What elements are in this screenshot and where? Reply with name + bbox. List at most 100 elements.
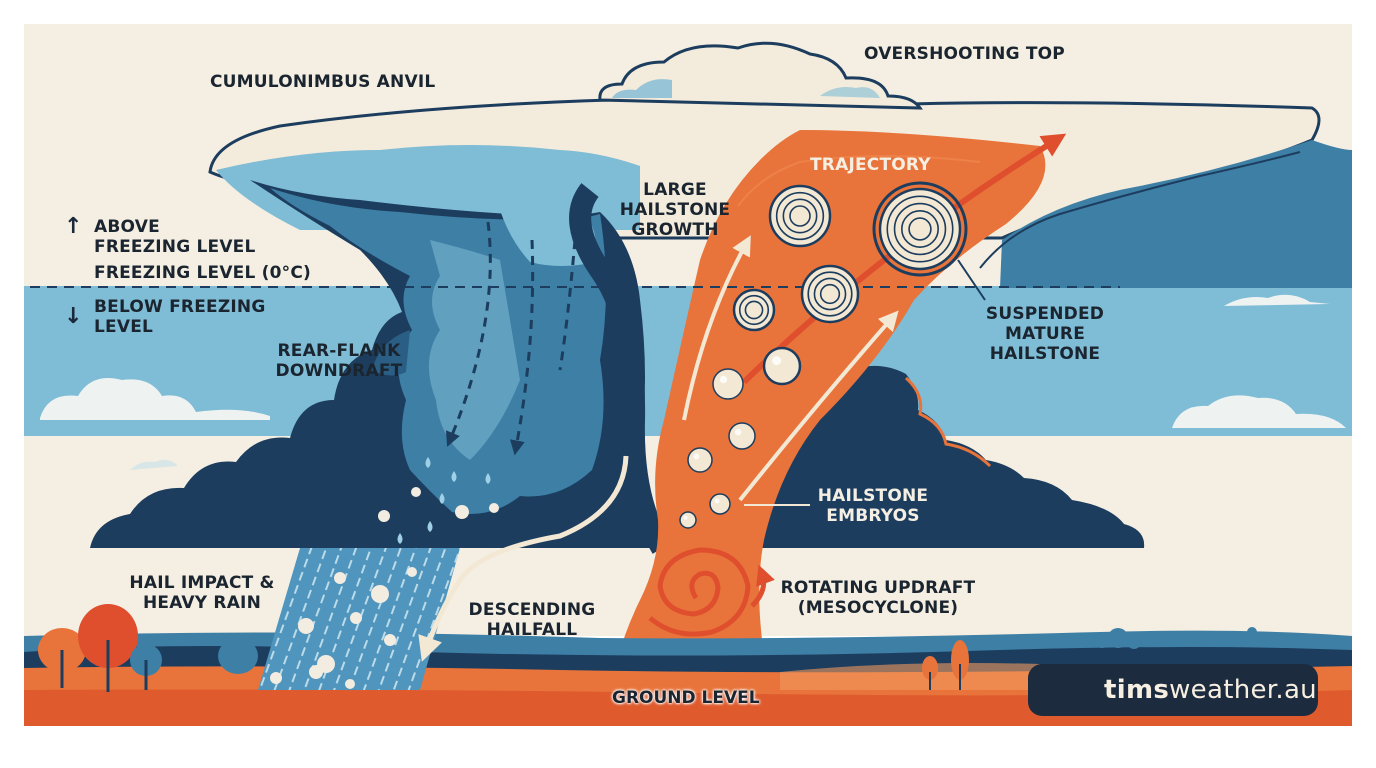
mature-hailstone-pointer <box>957 259 986 301</box>
hailstone-ring <box>819 283 841 305</box>
mesocyclone-spiral <box>648 547 751 637</box>
hailstone <box>712 368 744 400</box>
falling-hailstone <box>270 672 282 684</box>
raindrop <box>427 521 433 532</box>
updraft-arrow-left <box>682 235 751 421</box>
label-below-freezing-line-1: BELOW FREEZING <box>94 297 266 317</box>
label-ground-level: GROUND LEVEL <box>612 688 760 708</box>
label-rear-flank: REAR-FLANK DOWNDRAFT <box>264 341 414 381</box>
right-cloud <box>760 365 1145 548</box>
label-rotating-updraft-line-1: ROTATING UPDRAFT <box>780 578 976 598</box>
mature-hailstone-ring <box>872 181 968 277</box>
separator-curve <box>569 183 672 554</box>
hailstone-highlight <box>714 498 720 504</box>
hailstone-highlight <box>683 515 688 520</box>
trees-left <box>38 604 258 692</box>
falling-hailstone <box>455 505 469 519</box>
hailstone <box>762 346 802 386</box>
brand-badge[interactable]: timsweather.au <box>1028 664 1318 716</box>
label-rotating-updraft-line-2: (MESOCYCLONE) <box>797 598 959 618</box>
trees-right <box>922 627 1257 690</box>
label-suspended-mature-line-3: HAILSTONE <box>989 344 1101 364</box>
hailstone <box>728 422 756 450</box>
falling-hailstone <box>411 487 421 497</box>
hailstones <box>679 184 962 529</box>
label-hailstone-embryos: HAILSTONE EMBRYOS <box>808 486 938 526</box>
hailstone-ring <box>775 191 825 241</box>
falling-hailstone <box>371 585 389 603</box>
down-arrow-icon: ↓ <box>64 304 83 329</box>
label-trajectory: TRAJECTORY <box>810 155 931 175</box>
label-descending-hailfall: DESCENDING HAILFALL <box>460 600 604 640</box>
up-arrow-icon: ↑ <box>64 214 83 239</box>
hailstone <box>687 447 713 473</box>
hailstone-ring <box>893 202 947 256</box>
label-rotating-updraft: ROTATING UPDRAFT (MESOCYCLONE) <box>778 578 978 618</box>
label-above-freezing-line-2: FREEZING LEVEL <box>94 237 256 257</box>
raindrop <box>451 471 457 482</box>
hailstone <box>679 511 697 529</box>
label-rear-flank-line-2: DOWNDRAFT <box>275 361 403 381</box>
hailstone-ring <box>886 195 954 263</box>
hailstone-ring <box>782 198 818 234</box>
mesocyclone-arrow <box>750 564 775 608</box>
label-large-hailstone-growth-line-2: HAILSTONE <box>619 200 731 220</box>
label-freezing-level: FREEZING LEVEL (0°C) <box>94 263 311 283</box>
hailstone-ring <box>901 210 939 248</box>
label-descending-hailfall-line-2: HAILFALL <box>486 620 578 640</box>
label-hail-impact-line-1: HAIL IMPACT & <box>129 573 275 593</box>
label-cumulonimbus-anvil: CUMULONIMBUS ANVIL <box>210 72 436 92</box>
label-above-freezing: ABOVE FREEZING LEVEL <box>94 217 256 257</box>
label-hail-impact: HAIL IMPACT & HEAVY RAIN <box>122 573 282 613</box>
label-large-hailstone-growth-line-1: LARGE <box>643 180 707 200</box>
label-large-hailstone-growth: LARGE HAILSTONE GROWTH <box>610 180 740 240</box>
label-rear-flank-line-1: REAR-FLANK <box>277 341 401 361</box>
falling-hailstone <box>309 665 323 679</box>
falling-hailstone <box>489 503 499 513</box>
label-below-freezing-line-2: LEVEL <box>94 317 154 337</box>
falling-hailstone <box>334 572 346 584</box>
label-suspended-mature-line-1: SUSPENDED <box>985 304 1105 324</box>
hailstone-highlight <box>734 428 742 436</box>
hailstone <box>800 264 860 324</box>
hailstone <box>878 187 962 271</box>
hailstone-ring <box>807 271 853 317</box>
label-large-hailstone-growth-line-3: GROWTH <box>631 220 719 240</box>
falling-hailstone <box>384 634 396 646</box>
hailfall-arrow <box>418 455 629 662</box>
falling-hailstone <box>345 679 355 689</box>
label-overshooting-top: OVERSHOOTING TOP <box>864 44 1065 64</box>
downdraft-arrows <box>445 221 577 456</box>
label-below-freezing: BELOW FREEZING LEVEL <box>94 297 265 337</box>
hailstone-ring <box>908 217 932 241</box>
falling-hailstone <box>378 510 390 522</box>
brand-bold: tims <box>1104 675 1170 705</box>
hailstone-ring <box>744 300 764 320</box>
hailstone-highlight <box>719 375 728 384</box>
label-suspended-mature: SUSPENDED MATURE HAILSTONE <box>975 304 1115 364</box>
falling-hail <box>270 457 499 689</box>
hailstone-ring <box>813 277 847 311</box>
label-hailstone-embryos-line-1: HAILSTONE <box>817 486 929 506</box>
hailstone <box>768 184 832 248</box>
brand-rest: weather.au <box>1169 675 1317 705</box>
brand-text: timsweather.au <box>1104 675 1317 705</box>
hailstone-highlight <box>693 453 700 460</box>
label-hail-impact-line-2: HEAVY RAIN <box>142 593 262 613</box>
hailstone-highlight <box>772 356 782 366</box>
hailstone-ring <box>789 205 811 227</box>
raindrop <box>439 493 445 504</box>
updraft-arrow-right <box>738 310 899 502</box>
hailstone-ring <box>738 294 770 326</box>
label-suspended-mature-line-2: MATURE <box>1004 324 1086 344</box>
hailstone <box>709 493 731 515</box>
falling-hailstone <box>407 567 417 577</box>
falling-hailstone <box>298 618 314 634</box>
label-above-freezing-line-1: ABOVE <box>94 217 160 237</box>
label-descending-hailfall-line-1: DESCENDING <box>468 600 596 620</box>
raindrop <box>485 473 491 484</box>
label-hailstone-embryos-line-2: EMBRYOS <box>826 506 920 526</box>
raindrop <box>397 533 403 544</box>
falling-hailstone <box>350 612 362 624</box>
